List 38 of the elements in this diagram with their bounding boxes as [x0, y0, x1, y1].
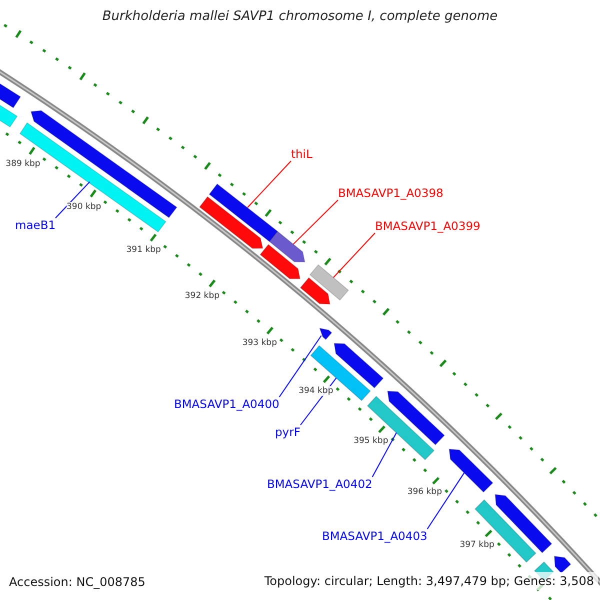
leader-line [278, 335, 322, 398]
scale-label: 395 kbp [354, 436, 388, 446]
gene-block [319, 328, 332, 340]
leader-line [372, 432, 397, 478]
gene-label: BMASAVP1_A0399 [375, 219, 480, 233]
scale-label: 393 kbp [242, 338, 277, 348]
scale-label: 392 kbp [184, 290, 220, 301]
gene-label: pyrF [275, 425, 300, 439]
scale-label: 389 kbp [6, 159, 40, 170]
gene-block [554, 556, 572, 574]
gene-label: BMASAVP1_A0402 [267, 477, 372, 491]
gene-block [300, 277, 330, 305]
gene-block [474, 499, 536, 563]
gene-label: maeB1 [15, 218, 56, 232]
leader-line [55, 181, 90, 218]
gene-block [334, 342, 384, 388]
gene-label: thiL [291, 147, 312, 161]
accession-text: Accession: NC_008785 [9, 575, 146, 589]
leader-line [426, 472, 465, 530]
gene-block [260, 244, 300, 280]
gene-block [448, 448, 494, 493]
scale-label: 397 kbp [460, 540, 494, 550]
scale-label: 396 kbp [407, 487, 442, 498]
gene-block [309, 264, 349, 301]
leader-line [247, 160, 292, 208]
gene-label: BMASAVP1_A0398 [338, 186, 444, 200]
gene-block [199, 196, 264, 249]
diagram-title: Burkholderia mallei SAVP1 chromosome I, complete genome [101, 9, 499, 24]
gene-block [268, 230, 306, 262]
gene-block [494, 494, 552, 554]
gene-label: BMASAVP1_A0400 [174, 397, 280, 411]
gene-label: BMASAVP1_A0403 [322, 529, 428, 543]
gene-block [208, 183, 278, 242]
gene-block [387, 390, 445, 446]
leader-line [332, 232, 376, 278]
scale-label: 391 kbp [126, 245, 161, 256]
scale-label: 390 kbp [66, 202, 102, 212]
scale-label: 394 kbp [298, 386, 334, 396]
